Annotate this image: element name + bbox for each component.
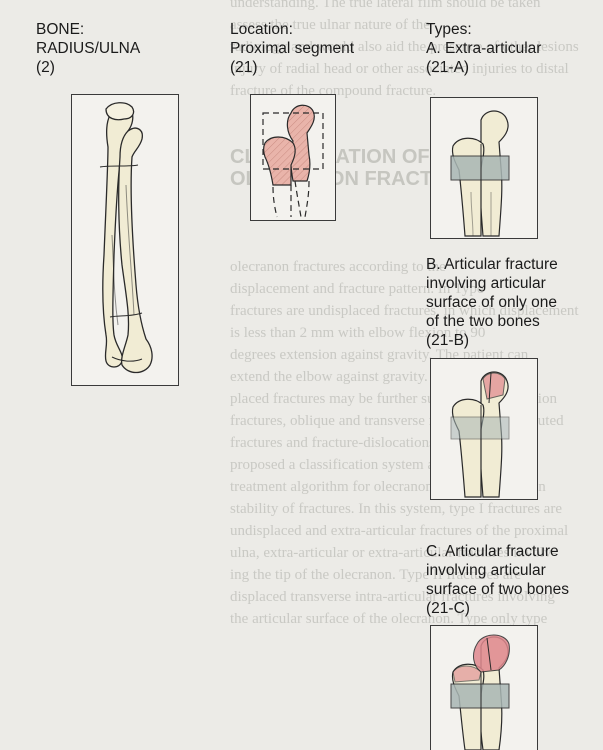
radius-ulna-figure [71, 94, 179, 386]
extra-articular-zone [451, 156, 509, 180]
type-b-figure [430, 358, 538, 500]
bone-header: BONE:RADIUS/ULNA(2) [36, 20, 140, 77]
proximal-segment-figure [250, 94, 336, 221]
type-a-figure [430, 97, 538, 239]
radius-proximal [264, 137, 296, 185]
radius-bone [119, 128, 152, 372]
articular-fracture-one-bone [483, 373, 505, 399]
types-header: Types:A. Extra-articular(21-A) [426, 20, 541, 77]
type-c-figure [430, 625, 538, 750]
articular-fracture-both-bones [474, 635, 510, 672]
location-header: Location:Proximal segment(21) [230, 20, 354, 77]
